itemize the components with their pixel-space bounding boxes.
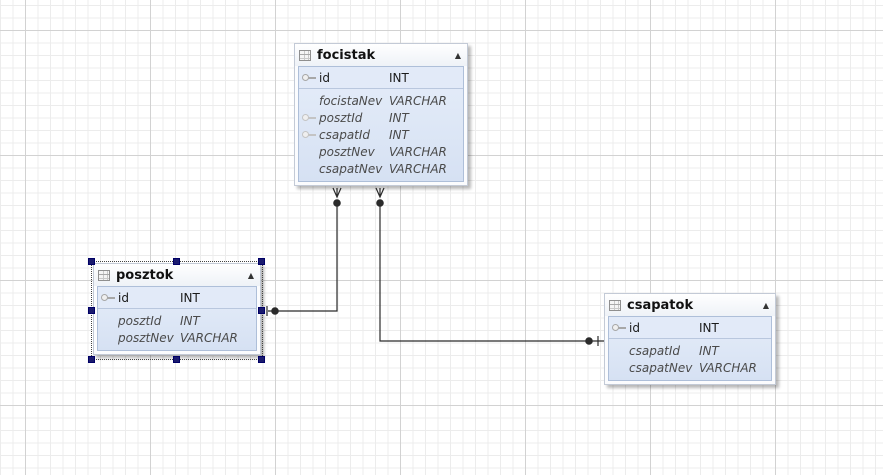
column-row[interactable]: posztId INT [98, 312, 256, 329]
table-header[interactable]: csapatok ▲ [605, 294, 775, 316]
table-name: focistak [317, 47, 376, 63]
resize-handle-top[interactable] [173, 258, 180, 265]
relationship-focistak-posztok[interactable] [266, 187, 342, 316]
primary-key-icon [299, 74, 319, 81]
column-type: INT [180, 290, 200, 305]
primary-key-row[interactable]: id INT [98, 287, 256, 309]
column-type: VARCHAR [699, 360, 757, 375]
table-csapatok[interactable]: csapatok ▲ id INT csapatId INT csapatNev… [604, 293, 776, 385]
column-row[interactable]: posztNev VARCHAR [98, 329, 256, 346]
foreign-key-icon [299, 131, 319, 138]
column-type: VARCHAR [389, 93, 447, 108]
column-name: posztId [319, 110, 363, 125]
endpoint-dot-icon [376, 199, 384, 207]
endpoint-dot-icon [585, 337, 593, 345]
column-row[interactable]: posztNev VARCHAR [299, 143, 463, 160]
column-name: id [629, 320, 640, 335]
resize-handle-right[interactable] [258, 307, 265, 314]
resize-handle-top-left[interactable] [88, 258, 95, 265]
resize-handle-bottom-right[interactable] [258, 356, 265, 363]
column-type: VARCHAR [389, 144, 447, 159]
column-name: csapatId [319, 127, 371, 142]
endpoint-dot-icon [333, 199, 341, 207]
table-columns: id INT focistaNev VARCHAR posztId INT cs… [298, 66, 464, 182]
endpoint-dot-icon [271, 307, 279, 315]
collapse-arrow-icon[interactable]: ▲ [762, 300, 769, 310]
column-row[interactable]: csapatNev VARCHAR [299, 160, 463, 177]
crowfoot-many-icon [375, 187, 385, 199]
column-type: INT [389, 110, 409, 125]
column-name: csapatNev [319, 161, 383, 176]
foreign-key-icon [299, 114, 319, 121]
table-icon [609, 299, 621, 311]
table-columns: id INT posztId INT posztNev VARCHAR [97, 286, 257, 351]
column-row[interactable]: csapatId INT [609, 342, 771, 359]
relationship-focistak-csapatok[interactable] [375, 187, 604, 346]
column-name: csapatId [629, 343, 681, 358]
column-type: INT [699, 320, 719, 335]
column-name: posztNev [118, 330, 174, 345]
column-name: id [118, 290, 129, 305]
column-name: id [319, 70, 330, 85]
column-name: posztId [118, 313, 162, 328]
primary-key-row[interactable]: id INT [609, 317, 771, 339]
resize-handle-left[interactable] [88, 307, 95, 314]
table-name: posztok [116, 267, 174, 283]
crowfoot-many-icon [332, 187, 342, 199]
collapse-arrow-icon[interactable]: ▲ [247, 270, 254, 280]
collapse-arrow-icon[interactable]: ▲ [454, 50, 461, 60]
table-icon [98, 269, 110, 281]
table-columns: id INT csapatId INT csapatNev VARCHAR [608, 316, 772, 381]
primary-key-icon [98, 294, 118, 301]
column-type: INT [389, 127, 409, 142]
table-focistak[interactable]: focistak ▲ id INT focistaNev VARCHAR pos… [294, 43, 468, 186]
column-row[interactable]: posztId INT [299, 109, 463, 126]
table-posztok[interactable]: posztok ▲ id INT posztId INT posztNev VA… [93, 263, 261, 355]
resize-handle-bottom-left[interactable] [88, 356, 95, 363]
column-type: VARCHAR [180, 330, 238, 345]
column-row[interactable]: csapatId INT [299, 126, 463, 143]
resize-handle-top-right[interactable] [258, 258, 265, 265]
column-type: INT [699, 343, 719, 358]
column-type: VARCHAR [389, 161, 447, 176]
primary-key-row[interactable]: id INT [299, 67, 463, 89]
primary-key-icon [609, 324, 629, 331]
table-icon [299, 49, 311, 61]
table-header[interactable]: focistak ▲ [295, 44, 467, 66]
column-name: csapatNev [629, 360, 693, 375]
column-row[interactable]: csapatNev VARCHAR [609, 359, 771, 376]
column-name: focistaNev [319, 93, 383, 108]
column-row[interactable]: focistaNev VARCHAR [299, 92, 463, 109]
relationship-line[interactable] [268, 203, 338, 312]
relationship-line[interactable] [379, 203, 604, 342]
column-type: INT [389, 70, 409, 85]
table-header[interactable]: posztok ▲ [94, 264, 260, 286]
column-type: INT [180, 313, 200, 328]
table-name: csapatok [627, 297, 694, 313]
resize-handle-bottom[interactable] [173, 356, 180, 363]
column-name: posztNev [319, 144, 375, 159]
